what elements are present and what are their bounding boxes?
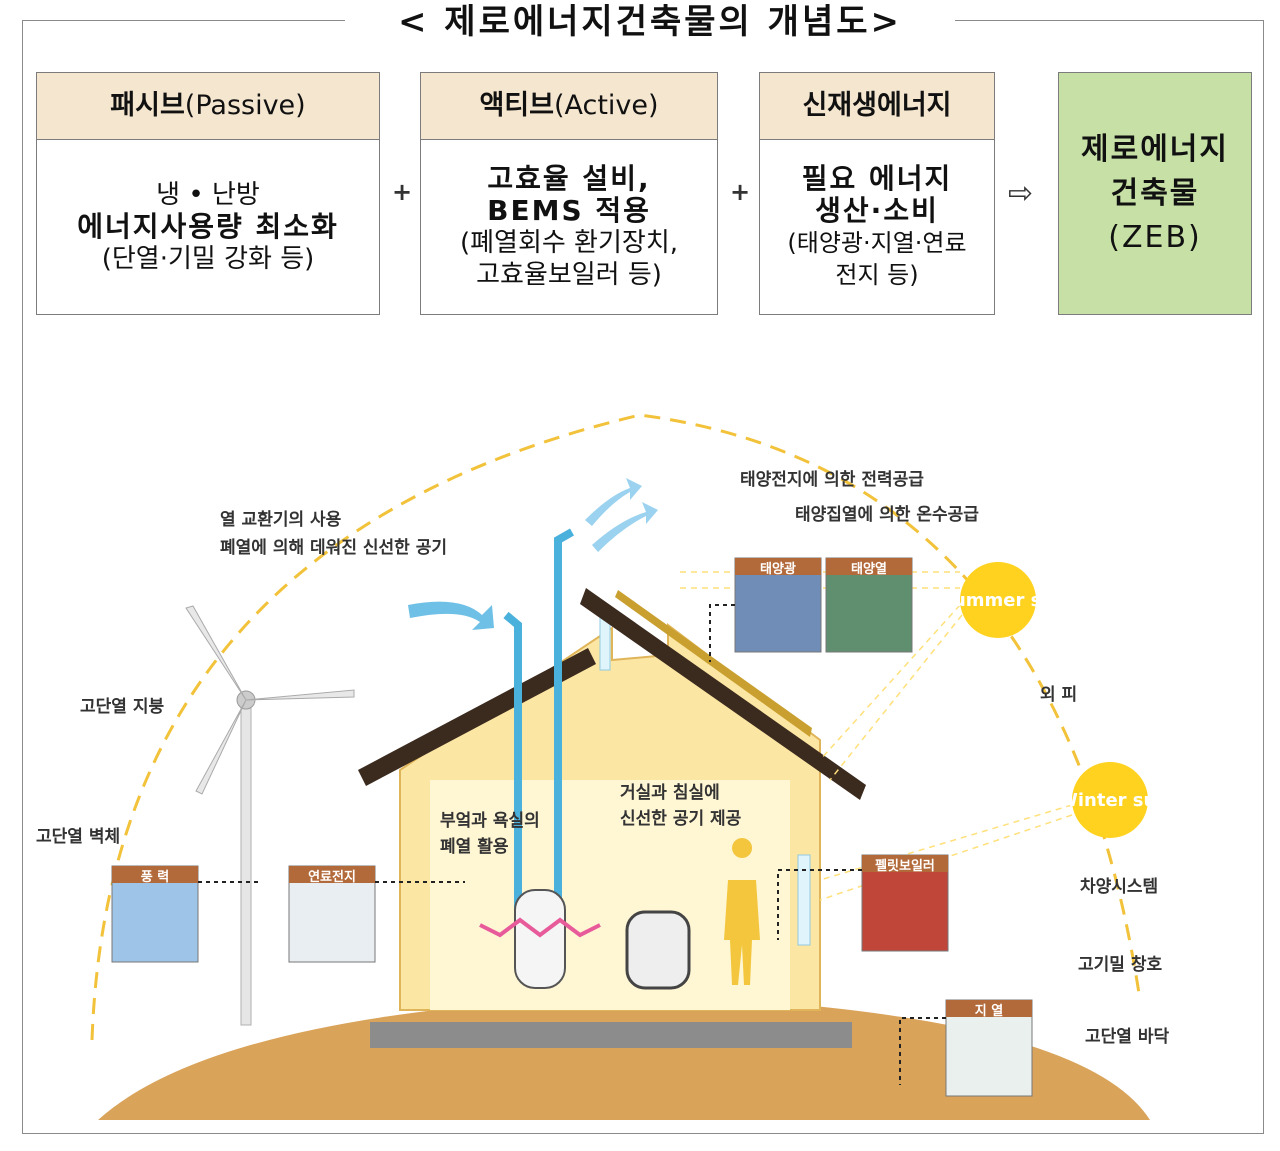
leader-pv: [709, 604, 735, 662]
label-living-1: 거실과 침실에: [620, 783, 720, 803]
arrow-operator: ⇨: [1008, 176, 1034, 211]
passive-body: 냉 • 난방 에너지사용량 최소화 (단열·기밀 강화 등): [37, 139, 379, 314]
plus-operator-1: +: [392, 178, 413, 206]
solar-thermal-photo-tag: [826, 558, 912, 575]
pellet-boiler-photo-label: 펠릿보일러: [875, 859, 935, 874]
label-windows: 고기밀 창호: [1078, 955, 1163, 975]
passive-line1: 냉 • 난방: [156, 179, 260, 210]
left-roof: [358, 648, 596, 786]
fuel-cell-photo-tag: [289, 866, 375, 883]
passive-header-en: (Passive): [184, 90, 306, 121]
label-heat-exchanger-2: 폐열에 의해 데워진 신선한 공기: [220, 538, 447, 558]
solar-panel-roof: [615, 590, 812, 737]
renewable-line1: 필요 에너지: [801, 161, 953, 195]
winter-sun: [1072, 762, 1148, 838]
foundation: [370, 1022, 852, 1048]
zeb-result-box: 제로에너지 건축물 (ZEB): [1058, 72, 1252, 315]
label-summer-sun: Summer sun: [940, 590, 1067, 611]
label-heat-exchanger-1: 열 교환기의 사용: [220, 510, 342, 530]
diagram-title: < 제로에너지건축물의 개념도>: [345, 0, 955, 44]
label-kitchen-2: 폐열 활용: [440, 837, 509, 857]
wind-photo-label: 풍 력: [140, 870, 170, 885]
active-box: 액티브(Active) 고효율 설비, BEMS 적용 (폐열회수 환기장치, …: [420, 72, 718, 315]
fuel-cell-photo-label: 연료전지: [308, 870, 356, 885]
zeb-line1: 제로에너지: [1081, 131, 1229, 167]
wind-turbine-blade-1: [185, 605, 247, 701]
label-floor: 고단열 바닥: [1085, 1027, 1170, 1047]
label-shading-system: 차양시스템: [1080, 877, 1159, 897]
leader-geothermal: [899, 1017, 946, 1085]
plus-operator-2: +: [730, 178, 751, 206]
label-living-2: 신선한 공기 제공: [620, 809, 742, 829]
supply-duct: [554, 528, 574, 920]
active-header-en: (Active): [553, 90, 659, 121]
passive-box: 패시브(Passive) 냉 • 난방 에너지사용량 최소화 (단열·기밀 강화…: [36, 72, 380, 315]
geothermal-photo-label: 지 열: [974, 1004, 1004, 1019]
passive-line2: 에너지사용량 최소화: [77, 209, 339, 243]
side-window: [797, 854, 811, 946]
sun-ray-2: [829, 614, 963, 781]
sun-ray-1: [819, 604, 961, 761]
passive-header-ko: 패시브: [110, 90, 185, 121]
active-line1: 고효율 설비,: [487, 161, 651, 195]
renewable-line4: 전지 등): [835, 260, 919, 289]
zeb-line2: 건축물: [1110, 175, 1200, 211]
label-kitchen-1: 부엌과 욕실의: [440, 811, 540, 831]
geothermal-photo-tag: [946, 1000, 1032, 1017]
pv-photo-tag: [735, 558, 821, 575]
label-pv-power: 태양전지에 의한 전력공급: [740, 470, 924, 490]
heat-flow-line: [479, 917, 601, 938]
wind-turbine-tower: [240, 699, 252, 1026]
exhaust-duct: [503, 611, 522, 920]
fresh-air-arrow: [408, 601, 494, 630]
exhaust-arrow-2: [592, 502, 658, 552]
renewable-header: 신재생에너지: [760, 73, 994, 140]
label-solar-heat: 태양집열에 의한 온수공급: [795, 505, 979, 525]
renewable-box: 신재생에너지 필요 에너지 생산·소비 (태양광·지열·연료 전지 등): [759, 72, 995, 315]
boiler-unit: [625, 910, 691, 990]
zeb-line3: (ZEB): [1108, 219, 1202, 255]
active-header-ko: 액티브: [479, 90, 554, 121]
right-roof: [580, 588, 866, 800]
renewable-line3: (태양광·지열·연료: [787, 228, 967, 257]
active-line2: BEMS 적용: [487, 193, 651, 227]
active-body: 고효율 설비, BEMS 적용 (폐열회수 환기장치, 고효율보일러 등): [421, 139, 717, 314]
label-wall: 고단열 벽체: [36, 827, 121, 847]
exhaust-arrow-1: [585, 478, 642, 526]
ground-mound: [98, 995, 1150, 1120]
active-line3: (폐열회수 환기장치,: [459, 227, 679, 258]
label-winter-sun: Winter sun: [1058, 790, 1170, 811]
leader-boiler: [777, 869, 862, 940]
summer-sun: [960, 562, 1036, 638]
solar-thermal-photo-label: 태양열: [851, 562, 887, 577]
person-figure: [724, 838, 760, 985]
passive-line3: (단열·기밀 강화 등): [101, 243, 315, 274]
wind-turbine-blade-2: [245, 689, 355, 701]
pellet-boiler-photo-tag: [862, 855, 948, 872]
renewable-body: 필요 에너지 생산·소비 (태양광·지열·연료 전지 등): [760, 139, 994, 314]
renewable-line2: 생산·소비: [815, 193, 939, 227]
wind-photo-tag: [112, 866, 198, 883]
label-roof: 고단열 지붕: [80, 697, 165, 717]
active-line4: 고효율보일러 등): [476, 259, 662, 290]
label-shade: 외 피: [1040, 685, 1078, 705]
active-header: 액티브(Active): [421, 73, 717, 140]
heat-exchanger-unit: [514, 889, 566, 989]
passive-header: 패시브(Passive): [37, 73, 379, 140]
wind-turbine-blade-3: [195, 699, 247, 795]
pv-photo-label: 태양광: [760, 562, 796, 577]
